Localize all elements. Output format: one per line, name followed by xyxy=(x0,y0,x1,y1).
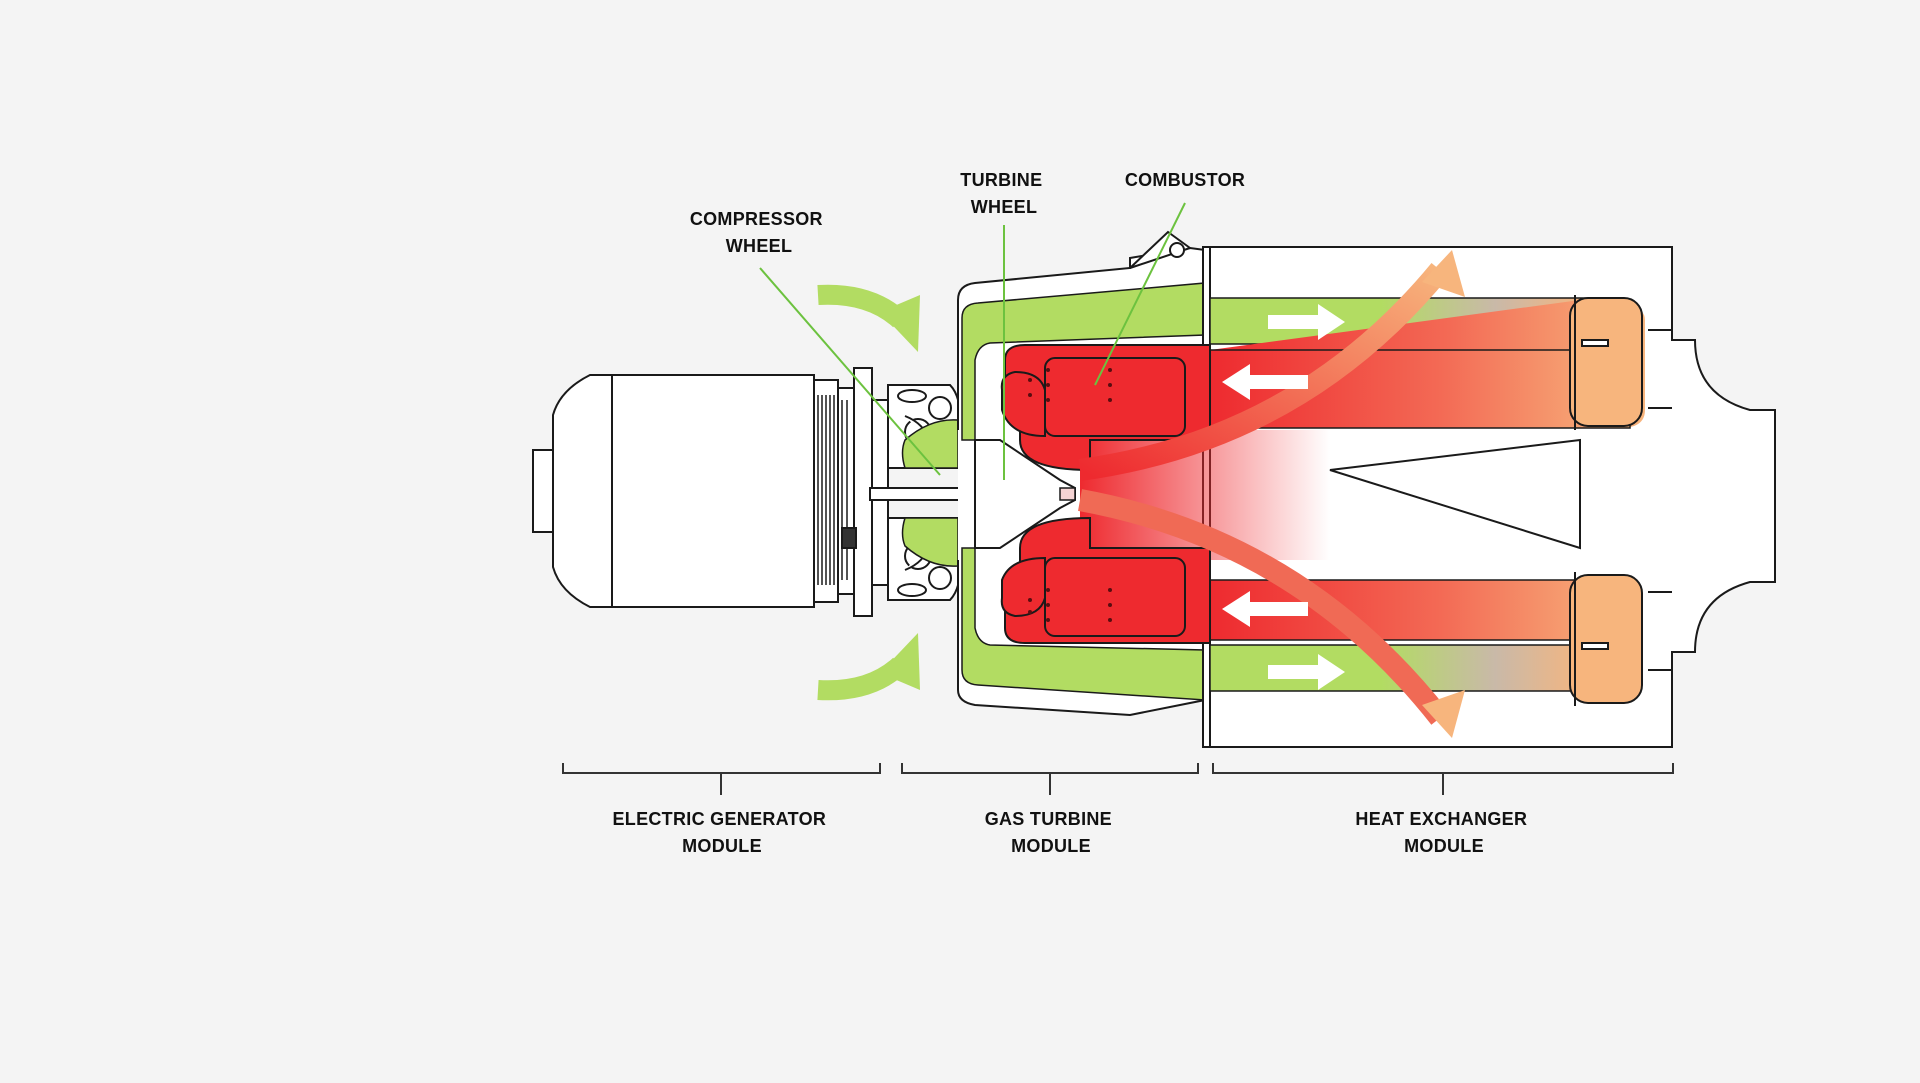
exchanger-flow-arrows xyxy=(1222,304,1345,690)
combustor-liners xyxy=(1000,357,1186,637)
heat-exchanger-module-label: HEAT EXCHANGER MODULE xyxy=(1355,809,1532,856)
compressor-wheel-label: COMPRESSOR WHEEL xyxy=(690,209,828,256)
exhaust-arrow-bottom xyxy=(1078,489,1449,725)
combustor-holes xyxy=(1028,368,1112,622)
turbine-wheel-label: TURBINE WHEEL xyxy=(960,170,1047,217)
combustor-label: COMBUSTOR xyxy=(1125,170,1245,190)
air-passage-top xyxy=(961,282,1206,441)
electric-generator-module-label: ELECTRIC GENERATOR MODULE xyxy=(612,809,831,856)
exchanger-cap-bottom xyxy=(1569,574,1643,704)
leader-lines xyxy=(759,202,1186,480)
lifting-lug xyxy=(1129,230,1193,269)
gas-turbine-module-label: GAS TURBINE MODULE xyxy=(985,809,1118,856)
exhaust-arrow-top xyxy=(1078,263,1449,481)
electric-generator xyxy=(532,367,889,617)
module-brackets xyxy=(562,763,1674,795)
exchanger-cap-top xyxy=(1569,297,1643,427)
air-passage-bottom xyxy=(961,547,1206,701)
